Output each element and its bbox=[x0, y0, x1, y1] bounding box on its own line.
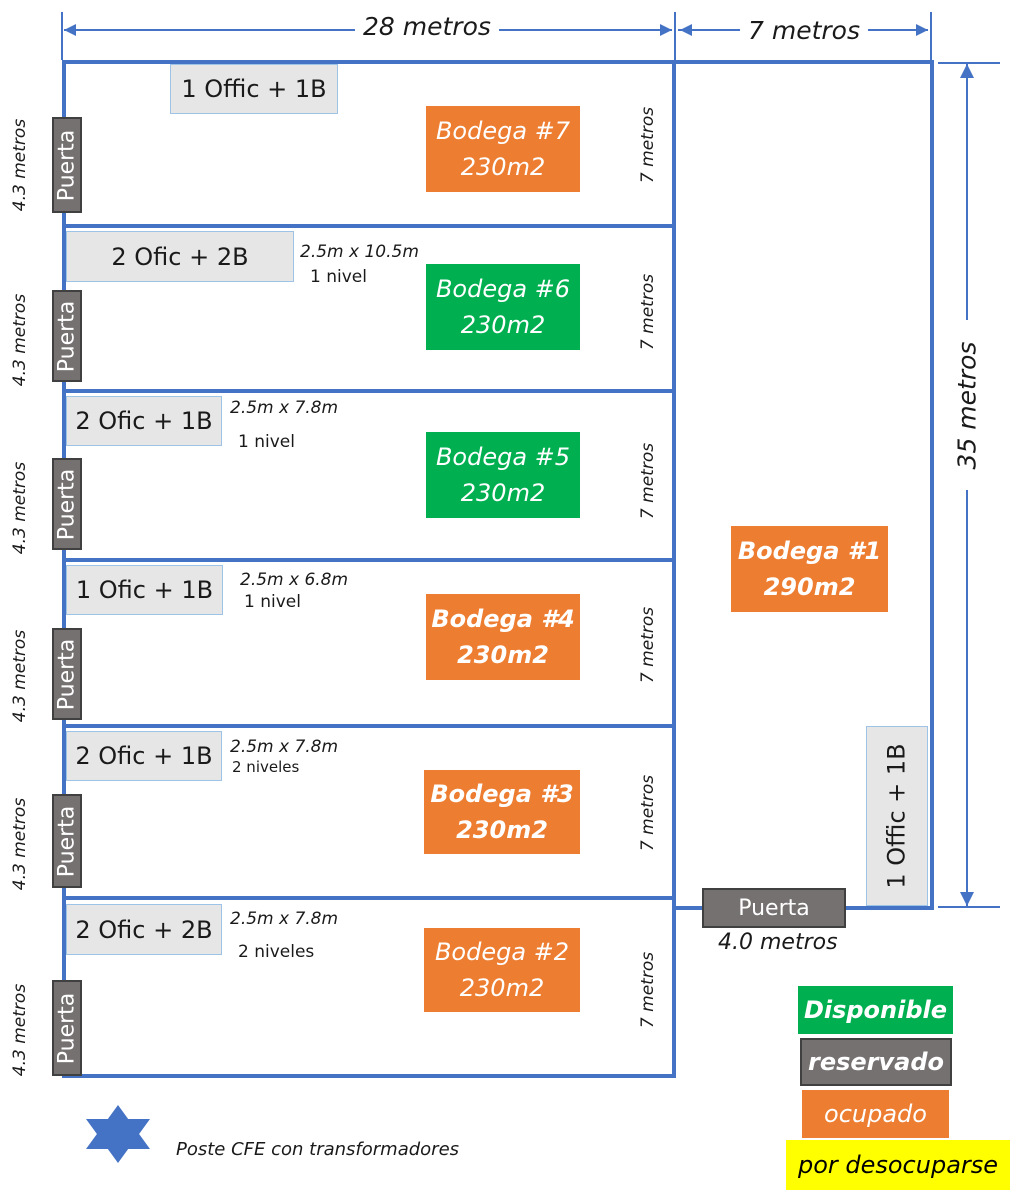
unit-6-levels: 1 nivel bbox=[310, 267, 367, 287]
unit-5-height: 7 metros bbox=[638, 442, 658, 520]
unit-2-levels: 2 niveles bbox=[238, 942, 315, 962]
unit-3-height: 7 metros bbox=[638, 774, 658, 852]
door-width-unit-7: 4.3 metros bbox=[10, 118, 30, 212]
unit-2-height-wrap: 7 metros bbox=[628, 905, 668, 1075]
unit-divider-2 bbox=[62, 389, 676, 393]
bodega-3[interactable]: Bodega #3 230m2 bbox=[424, 770, 580, 854]
door-unit-2[interactable]: Puerta bbox=[52, 980, 82, 1076]
door-unit-7[interactable]: Puerta bbox=[52, 117, 82, 213]
dim-tick-left bbox=[61, 12, 63, 60]
divider-wall bbox=[672, 60, 676, 1078]
unit-7-height-wrap: 7 metros bbox=[628, 60, 668, 230]
bodega-6[interactable]: Bodega #6 230m2 bbox=[426, 264, 580, 350]
unit-2-height: 7 metros bbox=[638, 951, 658, 1029]
bodega-4-name: Bodega #4 bbox=[431, 605, 575, 633]
building-top-wall bbox=[62, 60, 934, 64]
bodega-5-area: 230m2 bbox=[460, 479, 546, 507]
office-unit-3: 2 Ofic + 1B bbox=[66, 731, 222, 781]
legend-disponible: Disponible bbox=[798, 986, 953, 1034]
dim-label-35: 35 metros bbox=[952, 341, 982, 469]
bodega-2[interactable]: Bodega #2 230m2 bbox=[424, 928, 580, 1012]
bodega-1[interactable]: Bodega #1 290m2 bbox=[731, 526, 888, 612]
unit-divider-1 bbox=[62, 224, 676, 228]
building-left-wall bbox=[62, 60, 66, 1078]
bodega-1-area: 290m2 bbox=[763, 573, 856, 601]
bodega-5-name: Bodega #5 bbox=[435, 443, 571, 471]
office-unit-4: 1 Ofic + 1B bbox=[66, 565, 223, 615]
office-unit-6: 2 Ofic + 2B bbox=[66, 231, 294, 282]
door-unit-3[interactable]: Puerta bbox=[52, 794, 82, 888]
legend-reservado: reservado bbox=[800, 1038, 952, 1086]
dim-tick-35-bottom bbox=[938, 906, 1000, 908]
door-unit-4[interactable]: Puerta bbox=[52, 628, 82, 720]
door-width-unit-5-wrap: 4.3 metros bbox=[0, 423, 40, 593]
unit-4-height: 7 metros bbox=[638, 606, 658, 684]
unit-5-levels: 1 nivel bbox=[238, 432, 295, 452]
unit-6-height: 7 metros bbox=[638, 273, 658, 351]
door-width-unit-6: 4.3 metros bbox=[10, 293, 30, 387]
unit-3-height-wrap: 7 metros bbox=[628, 728, 668, 898]
bodega-2-name: Bodega #2 bbox=[434, 938, 570, 966]
dim-tick-35-top bbox=[938, 62, 1000, 64]
unit-5-dims: 2.5m x 7.8m bbox=[230, 398, 339, 418]
unit-divider-3 bbox=[62, 558, 676, 562]
dim-label-28: 28 metros bbox=[355, 12, 499, 41]
bodega-7[interactable]: Bodega #7 230m2 bbox=[426, 106, 580, 192]
unit-3-levels: 2 niveles bbox=[232, 758, 300, 776]
bodega-7-name: Bodega #7 bbox=[435, 117, 571, 145]
dim-tick-right bbox=[930, 12, 932, 60]
dim-label-7: 7 metros bbox=[740, 16, 868, 45]
office-unit-2: 2 Ofic + 2B bbox=[66, 904, 222, 955]
office-bodega-1: 1 Offic + 1B bbox=[866, 726, 928, 906]
door-width-unit-6-wrap: 4.3 metros bbox=[0, 255, 40, 425]
star-of-david-icon bbox=[86, 1105, 150, 1163]
door-width-unit-5: 4.3 metros bbox=[10, 461, 30, 555]
bodega-6-area: 230m2 bbox=[460, 311, 546, 339]
door-width-unit-2: 4.3 metros bbox=[10, 983, 30, 1077]
unit-4-dims: 2.5m x 6.8m bbox=[240, 570, 349, 590]
door-bodega-1[interactable]: Puerta bbox=[702, 888, 846, 928]
building-right-wall bbox=[930, 60, 934, 910]
door-width-unit-4-wrap: 4.3 metros bbox=[0, 591, 40, 761]
unit-4-levels: 1 nivel bbox=[244, 592, 301, 612]
bodega-3-area: 230m2 bbox=[456, 816, 548, 844]
bodega-1-name: Bodega #1 bbox=[737, 537, 882, 565]
dim-tick-mid bbox=[674, 12, 676, 60]
building-bottom-wall bbox=[62, 1074, 676, 1078]
unit-7-height: 7 metros bbox=[638, 106, 658, 184]
dim-arrows bbox=[64, 24, 928, 36]
door-width-unit-7-wrap: 4.3 metros bbox=[0, 80, 40, 250]
unit-divider-4 bbox=[62, 724, 676, 728]
door-width-unit-4: 4.3 metros bbox=[10, 629, 30, 723]
bodega-6-name: Bodega #6 bbox=[435, 275, 571, 303]
dim-label-35-wrap: 35 metros bbox=[947, 320, 987, 490]
unit-3-dims: 2.5m x 7.8m bbox=[230, 737, 339, 757]
unit-5-height-wrap: 7 metros bbox=[628, 396, 668, 566]
legend-ocupado: ocupado bbox=[802, 1090, 949, 1138]
office-unit-7: 1 Offic + 1B bbox=[170, 64, 338, 114]
door-width-unit-3-wrap: 4.3 metros bbox=[0, 759, 40, 929]
bodega-7-area: 230m2 bbox=[460, 153, 546, 181]
bodega-1-door-width: 4.0 metros bbox=[718, 930, 838, 955]
unit-4-height-wrap: 7 metros bbox=[628, 560, 668, 730]
door-unit-5[interactable]: Puerta bbox=[52, 458, 82, 550]
door-width-unit-3: 4.3 metros bbox=[10, 797, 30, 891]
bodega-4[interactable]: Bodega #4 230m2 bbox=[426, 594, 580, 680]
legend-por-desocuparse: por desocuparse bbox=[786, 1140, 1010, 1190]
bodega-2-area: 230m2 bbox=[459, 974, 545, 1002]
pole-label: Poste CFE con transformadores bbox=[176, 1139, 460, 1160]
dim-arrows-35 bbox=[960, 64, 974, 906]
door-unit-6[interactable]: Puerta bbox=[52, 290, 82, 382]
door-width-unit-2-wrap: 4.3 metros bbox=[0, 945, 40, 1115]
bodega-3-name: Bodega #3 bbox=[430, 780, 574, 808]
unit-divider-5 bbox=[62, 896, 676, 900]
bodega-4-area: 230m2 bbox=[457, 641, 549, 669]
unit-6-height-wrap: 7 metros bbox=[628, 227, 668, 397]
office-unit-5: 2 Ofic + 1B bbox=[66, 396, 222, 446]
bodega-5[interactable]: Bodega #5 230m2 bbox=[426, 432, 580, 518]
unit-6-dims: 2.5m x 10.5m bbox=[300, 242, 419, 262]
unit-2-dims: 2.5m x 7.8m bbox=[230, 909, 339, 929]
